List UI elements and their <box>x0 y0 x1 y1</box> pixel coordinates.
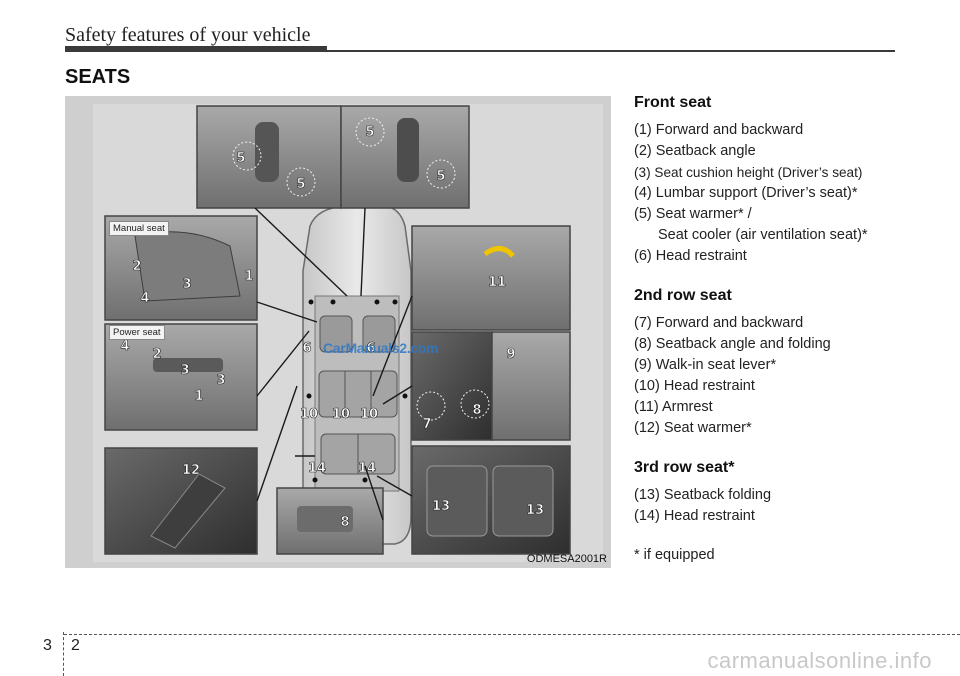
third-row-title: 3rd row seat* <box>634 459 735 476</box>
callout-1-power: 1 <box>194 389 203 404</box>
callout-3-manual: 3 <box>182 277 191 292</box>
front-seat-item-5-line2: Seat cooler (air ventilation seat)* <box>658 227 868 243</box>
footnote: * if equipped <box>634 547 715 563</box>
callout-8-right: 8 <box>472 403 481 418</box>
seats-illustration: 5 5 5 5 2 3 4 1 4 2 3 3 1 6 6 10 10 10 1… <box>65 96 611 568</box>
callout-5-d: 5 <box>436 169 445 184</box>
front-seat-item: (2) Seatback angle <box>634 143 756 159</box>
callout-10-a: 10 <box>300 407 318 422</box>
seat-legend: Front seat (1) Forward and backward (2) … <box>634 94 914 563</box>
manual-seat-label: Manual seat <box>109 221 169 236</box>
third-row-group: 3rd row seat* (13) Seatback folding (14)… <box>634 459 914 527</box>
footer-watermark: carmanualsonline.info <box>707 648 932 673</box>
callout-5-b: 5 <box>296 177 305 192</box>
callout-6-left: 6 <box>302 341 311 356</box>
header-title: Safety features of your vehicle <box>65 24 311 46</box>
figure-code: ODMESA2001R <box>526 553 607 565</box>
header-rule-thin <box>327 50 895 52</box>
front-seat-item: (4) Lumbar support (Driver’s seat)* <box>634 185 858 201</box>
callout-2-manual: 2 <box>132 259 141 274</box>
page-number: 2 <box>71 637 80 654</box>
second-row-title: 2nd row seat <box>634 287 732 304</box>
callout-5-a: 5 <box>236 151 245 166</box>
section-title: SEATS <box>65 66 131 88</box>
callout-13-a: 13 <box>432 499 450 514</box>
callout-4-manual: 4 <box>140 291 149 306</box>
front-seat-item: (6) Head restraint <box>634 248 747 264</box>
second-row-item: (11) Armrest <box>634 399 713 415</box>
front-seat-title: Front seat <box>634 94 712 111</box>
front-seat-item-5: (5) Seat warmer* / Seat cooler (air vent… <box>634 204 914 246</box>
callout-10-b: 10 <box>332 407 350 422</box>
callout-12: 12 <box>182 463 200 478</box>
seats-illustration-svg: 5 5 5 5 2 3 4 1 4 2 3 3 1 6 6 10 10 10 1… <box>93 104 603 562</box>
callout-6-right: 6 <box>366 341 375 356</box>
callout-5-c: 5 <box>365 125 374 140</box>
front-seat-item-5-line1: (5) Seat warmer* / <box>634 206 752 222</box>
callout-10-c: 10 <box>360 407 378 422</box>
callout-14-b: 14 <box>358 461 376 476</box>
callout-4-power: 4 <box>120 339 129 354</box>
callout-2-power: 2 <box>152 347 161 362</box>
front-seat-group: Front seat (1) Forward and backward (2) … <box>634 94 914 267</box>
callout-7: 7 <box>422 417 431 432</box>
second-row-item: (7) Forward and backward <box>634 315 804 331</box>
callout-1-manual: 1 <box>244 269 253 284</box>
second-row-item: (10) Head restraint <box>634 378 755 394</box>
second-row-group: 2nd row seat (7) Forward and backward (8… <box>634 287 914 439</box>
callout-11: 11 <box>488 275 506 290</box>
callout-3-power-b: 3 <box>216 373 225 388</box>
power-seat-label: Power seat <box>109 325 165 340</box>
second-row-item: (9) Walk-in seat lever* <box>634 357 777 373</box>
footer-rule-horizontal <box>64 634 960 635</box>
third-row-item: (13) Seatback folding <box>634 487 772 503</box>
front-seat-item: (1) Forward and backward <box>634 122 804 138</box>
header-rule-thick <box>65 46 327 52</box>
footer-rule-vertical <box>63 632 64 676</box>
third-row-item: (14) Head restraint <box>634 508 755 524</box>
callout-14-a: 14 <box>308 461 326 476</box>
front-seat-item: (3) Seat cushion height (Driver’s seat) <box>634 165 863 180</box>
figure-watermark: CarManuals2.com <box>323 340 439 356</box>
callout-3-power-a: 3 <box>180 363 189 378</box>
second-row-item: (8) Seatback angle and folding <box>634 336 831 352</box>
second-row-item: (12) Seat warmer* <box>634 420 752 436</box>
chapter-number: 3 <box>43 637 52 654</box>
callout-13-b: 13 <box>526 503 544 518</box>
callout-8-bottom: 8 <box>340 515 349 530</box>
callout-9: 9 <box>506 347 515 362</box>
